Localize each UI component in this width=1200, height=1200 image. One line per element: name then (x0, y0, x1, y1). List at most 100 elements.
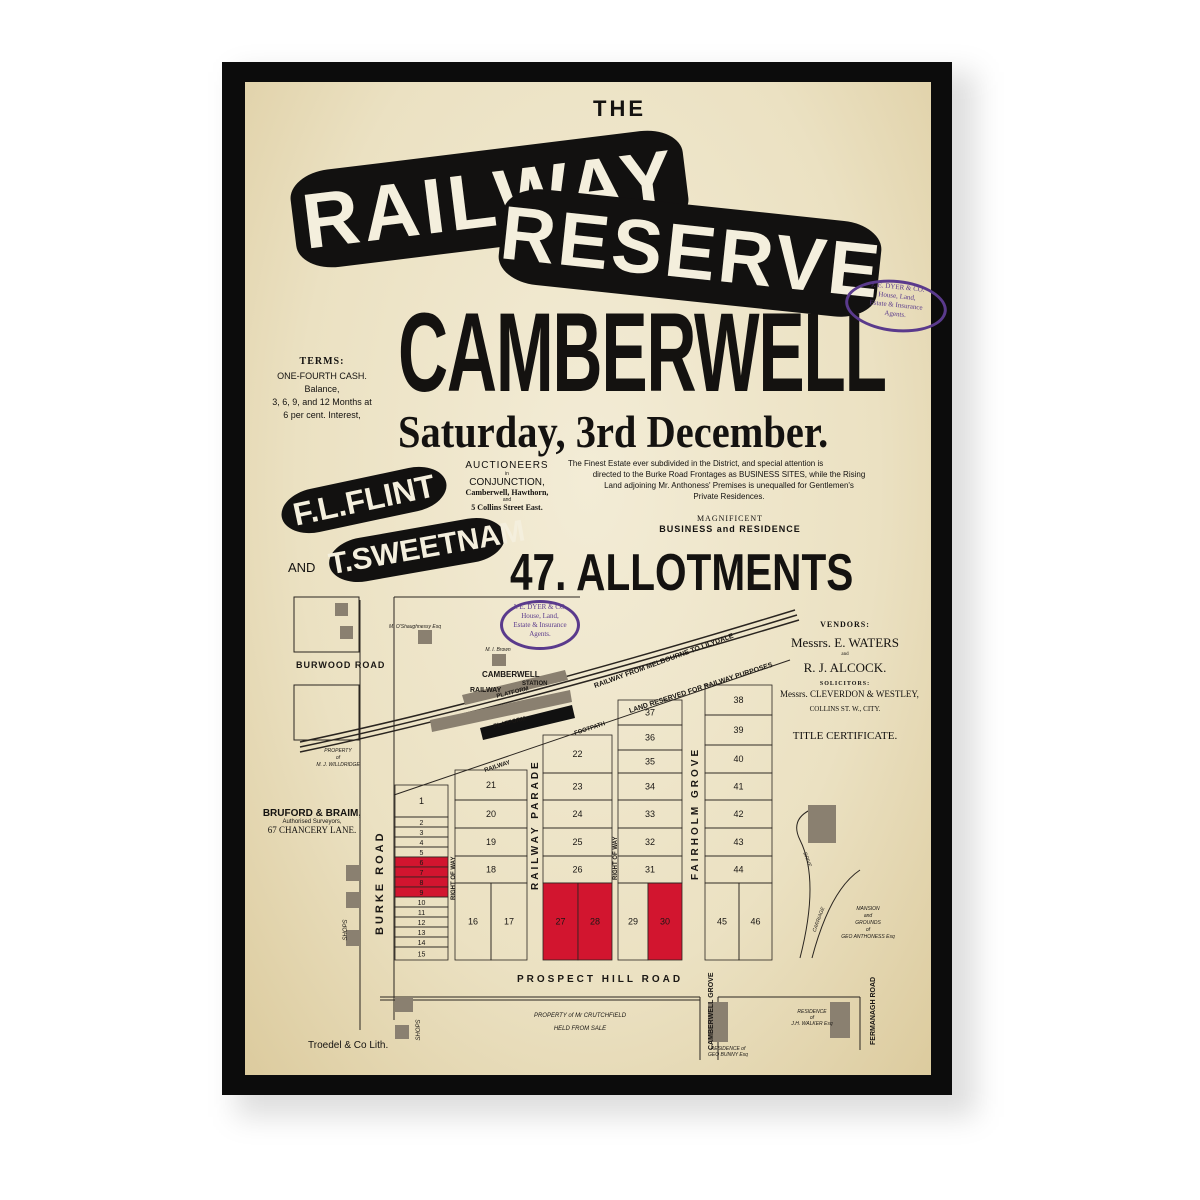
headline-camberwell: CAMBERWELL (398, 288, 1185, 415)
vendor-name: Messrs. E. WATERS (790, 635, 900, 650)
lot-number: 43 (733, 837, 743, 847)
lot-number: 6 (420, 860, 424, 867)
lot-number: 13 (418, 930, 426, 937)
auction-date-text: Saturday, 3rd December. (398, 406, 829, 457)
lot-number: 45 (717, 917, 727, 927)
description-line: Private Residences. (693, 492, 765, 501)
stamp-text: Estate & Insurance (513, 621, 567, 629)
building (346, 865, 360, 881)
lot-number: 4 (420, 840, 424, 847)
magnificent: MAGNIFICENT (696, 514, 764, 523)
bunny-label: GEO BUNNY Esq (708, 1052, 748, 1058)
terms-line: 6 per cent. Interest, (283, 410, 361, 420)
auctioneers-line: CONJUNCTION, (469, 477, 545, 488)
auctioneers-block: AUCTIONEERS in CONJUNCTION, Camberwell, … (452, 460, 562, 512)
lot-number: 33 (645, 809, 655, 819)
lot-number: 7 (420, 870, 424, 877)
lot-number: 15 (418, 952, 426, 959)
fairholm-grove-label: FAIRHOLM GROVE (690, 747, 701, 880)
description: The Finest Estate ever subdivided in the… (568, 458, 890, 502)
lot-number: 22 (572, 749, 582, 759)
mansion-building (808, 805, 836, 843)
lot-number: 30 (660, 917, 670, 927)
lot-number: 38 (733, 695, 743, 705)
mansion-label: GEO ANTHONESS Esq (841, 934, 895, 940)
lot-number: 2 (420, 820, 424, 827)
drive-path (811, 869, 861, 959)
surveyors-role: Authorised Surveyors, (282, 819, 342, 825)
lot-number: 12 (418, 920, 426, 927)
railway-track (299, 619, 800, 753)
auctioneers-line: 5 Collins Street East. (471, 503, 543, 512)
crutchfield-label: HELD FROM SALE (554, 1026, 607, 1032)
lot-number: 8 (420, 880, 424, 887)
lot-number: 35 (645, 757, 655, 767)
lot-number: 14 (418, 940, 426, 947)
shops-label: SHOPS (343, 919, 349, 940)
solicitors-heading: SOLICITORS: (819, 681, 871, 687)
right-of-way-label: RIGHT OF WAY (613, 837, 619, 880)
willdridge-label: PROPERTY (324, 748, 352, 754)
walker-label: J.H. WALKER Esq (790, 1021, 833, 1027)
lot-number: 42 (733, 809, 743, 819)
willdridge-label: of (336, 755, 341, 761)
drive-label: DRIVE (802, 851, 813, 868)
bunny-label: RESIDENCE of (711, 1046, 746, 1052)
lot-number: 9 (420, 890, 424, 897)
platform-south (430, 690, 572, 732)
osaughnessy-label: M. O'Shaughnessy Esq (389, 624, 441, 630)
prospect-hill-road-label: PROSPECT HILL ROAD (517, 974, 683, 985)
terms-block: TERMS: ONE-FOURTH CASH. Balance, 3, 6, 9… (262, 356, 382, 422)
lot (454, 769, 528, 801)
auction-date: Saturday, 3rd December. (398, 405, 887, 458)
lot-number: 29 (628, 917, 638, 927)
walker-label: RESIDENCE (797, 1009, 827, 1015)
vendors-heading: VENDORS: (820, 620, 870, 629)
terms-line: ONE-FOURTH CASH. (277, 371, 367, 381)
lot-sold (577, 882, 613, 961)
fermanagh-road-label: FERMANAGH ROAD (870, 977, 877, 1045)
walker-label: of (810, 1015, 815, 1021)
surveyors-address: 67 CHANCERY LANE. (267, 825, 357, 835)
auctioneers-line: in (505, 471, 509, 477)
allotments-text: 47. ALLOTMENTS (510, 544, 854, 602)
stamp-text: J. E. DYER & CO. (513, 603, 567, 611)
burwood-road-label: BURWOOD ROAD (296, 660, 385, 670)
lot-number: 40 (733, 754, 743, 764)
block-outline (293, 684, 360, 741)
lot-number: 21 (486, 780, 496, 790)
lot-number: 25 (572, 837, 582, 847)
brown-label: M. I. Brown (485, 647, 511, 653)
agent-stamp-map: J. E. DYER & CO. House, Land, Estate & I… (500, 600, 580, 650)
building (340, 626, 353, 639)
lot (394, 946, 449, 961)
road-labels: BURWOOD ROAD BURKE ROAD RAILWAY PARADE F… (296, 633, 877, 1050)
lot-number: 46 (750, 917, 760, 927)
station-label: STATION (522, 681, 547, 687)
station-label: RAILWAY (470, 687, 502, 694)
headline-the: THE (593, 96, 646, 121)
railway-parade-label: RAILWAY PARADE (530, 759, 541, 890)
camberwell-text: CAMBERWELL (398, 290, 887, 415)
vendors-and: and (841, 652, 849, 657)
description-line: The Finest Estate ever subdivided in the… (568, 459, 824, 468)
lot-number: 16 (468, 917, 478, 927)
lot-number: 3 (420, 830, 424, 837)
surveyors-name: BRUFORD & BRAIM, (262, 808, 362, 819)
lot-number: 36 (645, 733, 655, 743)
lot-number: 11 (418, 910, 425, 917)
lot-number: 19 (486, 837, 496, 847)
lot-number: 27 (555, 917, 565, 927)
auctioneers-and: AND (288, 560, 316, 575)
lot-number: 10 (418, 900, 426, 907)
lot-number: 1 (419, 796, 424, 806)
mansion-label: GROUNDS (855, 920, 881, 926)
description-line: directed to the Burke Road Frontages as … (592, 470, 866, 479)
lot-number: 5 (420, 850, 424, 857)
lot-number: 39 (733, 725, 743, 735)
railway-track (299, 614, 798, 748)
lot-number: 17 (504, 917, 514, 927)
title-certificate: TITLE CERTIFICATE. (792, 730, 898, 742)
auctioneers-line: AUCTIONEERS (465, 460, 549, 471)
